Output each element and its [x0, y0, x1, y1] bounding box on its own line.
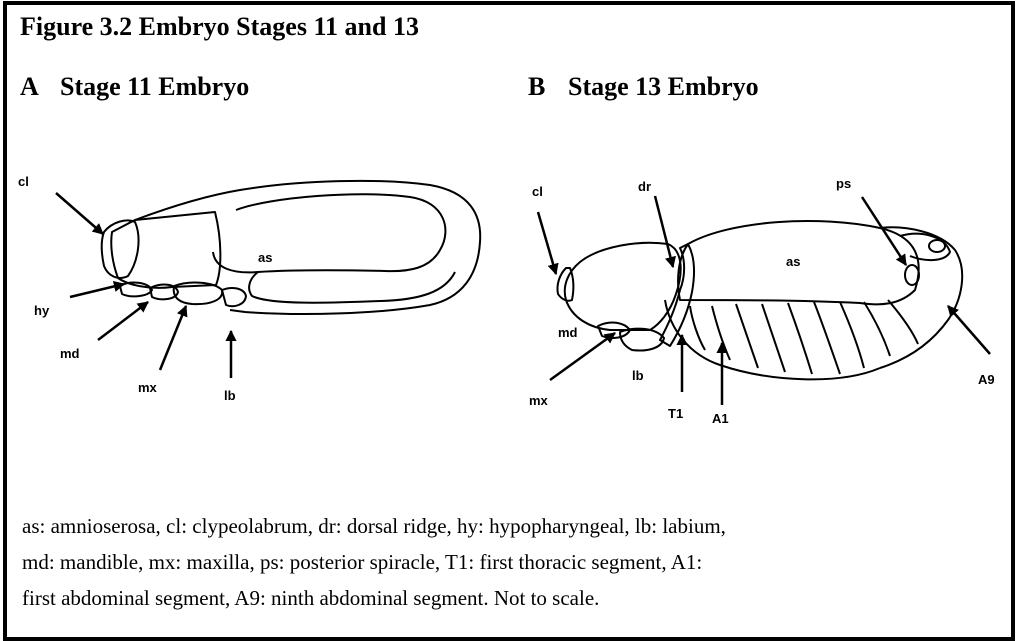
stage11-inner-curve [249, 272, 455, 303]
stage11-embryo [102, 181, 480, 314]
figure-caption: as: amnioserosa, cl: clypeolabrum, dr: d… [22, 508, 1007, 616]
stage13-ventral-body [665, 300, 880, 379]
label-b-cl: cl [532, 184, 543, 199]
caption-line-1: as: amnioserosa, cl: clypeolabrum, dr: d… [22, 508, 1007, 544]
arrow-a-mx [160, 306, 186, 370]
label-a-mx: mx [138, 380, 158, 395]
arrow-b-ps [862, 197, 906, 265]
label-b-a1: A1 [712, 411, 729, 426]
label-b-md: md [558, 325, 578, 340]
arrow-b-dr [655, 196, 673, 267]
arrow-b-a9 [948, 306, 990, 354]
arrow-a-cl [56, 193, 103, 234]
label-b-a9: A9 [978, 372, 995, 387]
arrow-a-md [98, 302, 148, 340]
label-b-mx: mx [529, 393, 549, 408]
stage13-segment-grooves [690, 300, 918, 374]
stage13-head [565, 243, 681, 330]
caption-line-2: md: mandible, mx: maxilla, ps: posterior… [22, 544, 1007, 580]
label-b-t1: T1 [668, 406, 683, 421]
label-a-lb: lb [224, 388, 236, 403]
label-a-as: as [258, 250, 272, 265]
stage13-posterior-cap [900, 234, 950, 260]
arrow-b-mx [550, 333, 615, 380]
arrow-a-hy [70, 284, 124, 297]
label-b-lb: lb [632, 368, 644, 383]
label-a-hy: hy [34, 303, 50, 318]
stage13-posterior-end [880, 227, 962, 368]
label-a-md: md [60, 346, 80, 361]
caption-line-3: first abdominal segment, A9: ninth abdom… [22, 580, 1007, 616]
arrow-b-cl [538, 212, 556, 274]
stage13-spiracle-2 [905, 265, 919, 285]
stage13-embryo [557, 221, 962, 379]
label-b-as: as [786, 254, 800, 269]
stage13-spiracle-1 [929, 240, 945, 252]
label-b-ps: ps [836, 176, 851, 191]
label-b-dr: dr [638, 179, 651, 194]
stage11-germband-fold [213, 194, 445, 272]
label-a-cl: cl [18, 174, 29, 189]
stage11-clypeolabrum [102, 220, 139, 277]
stage13-labium [620, 329, 664, 351]
stage11-labium-bud [222, 288, 246, 306]
